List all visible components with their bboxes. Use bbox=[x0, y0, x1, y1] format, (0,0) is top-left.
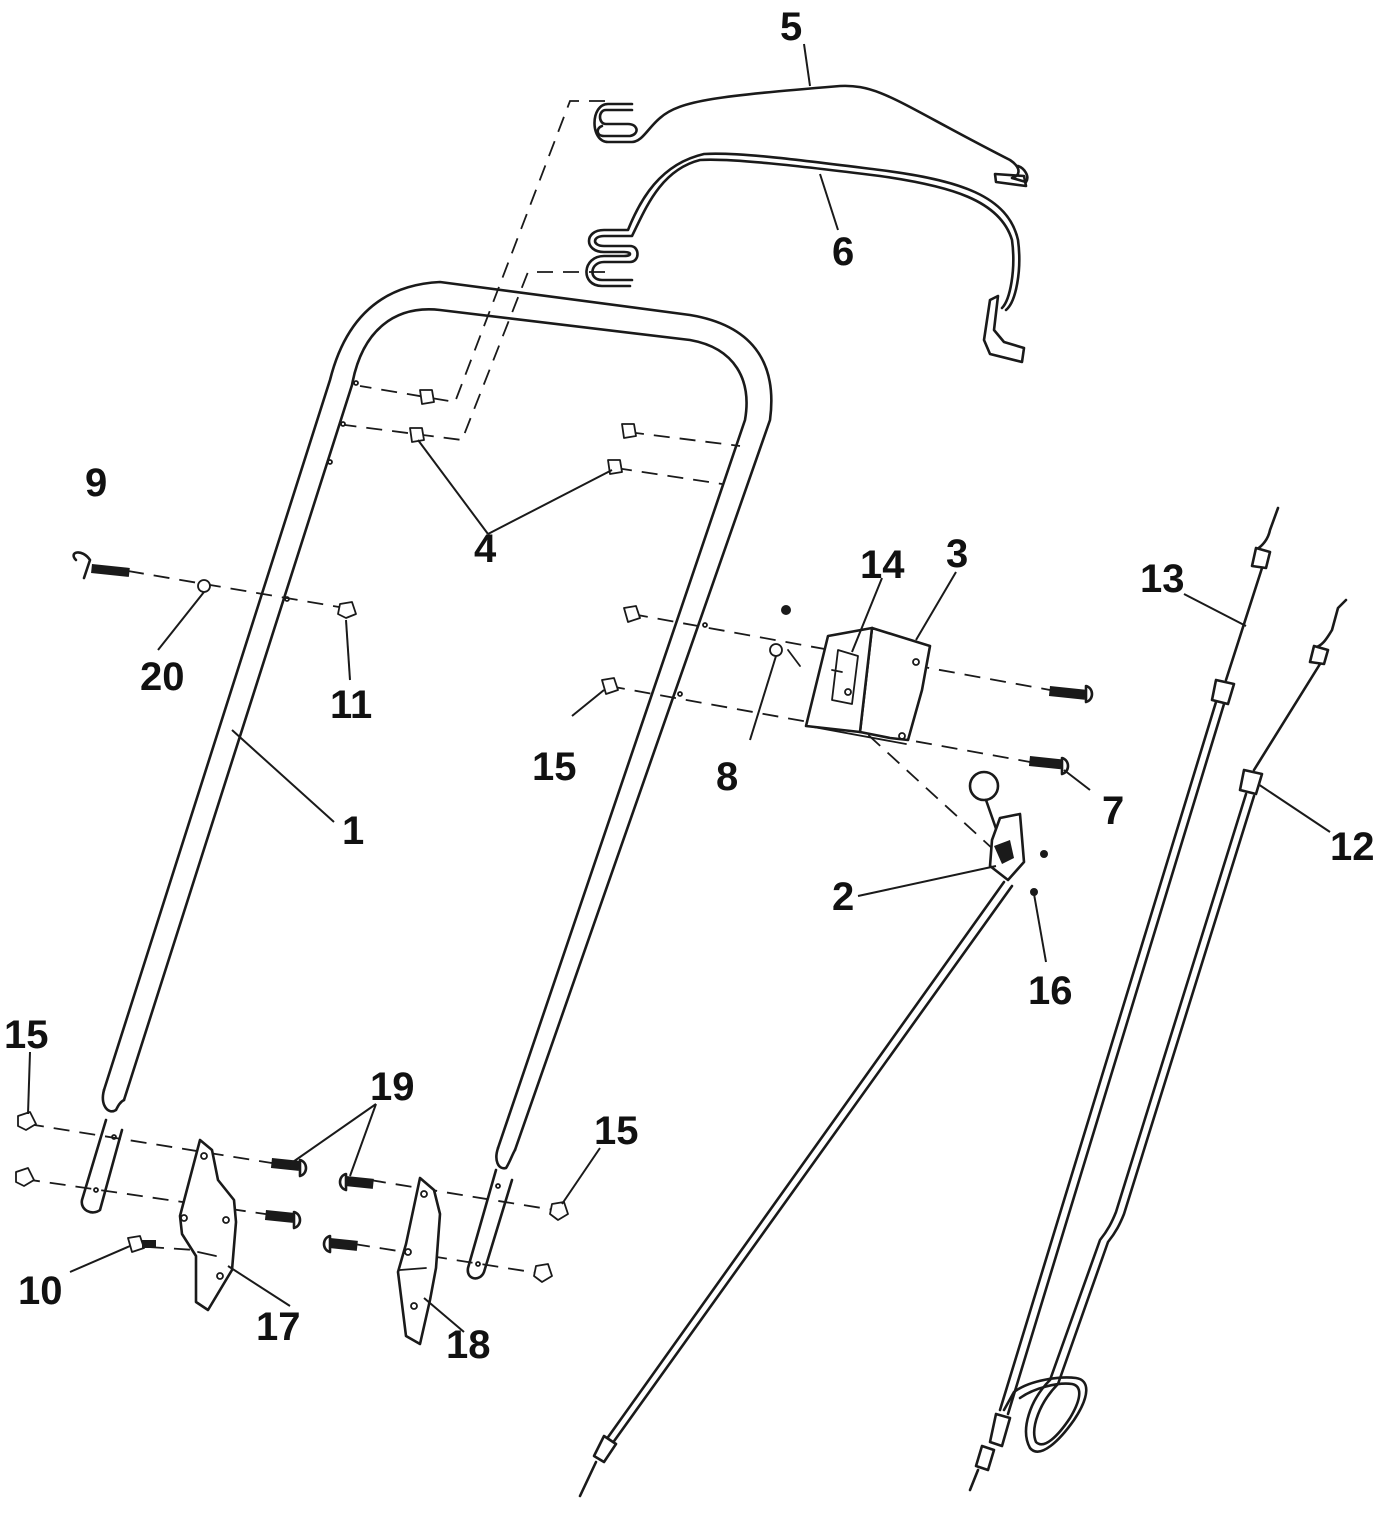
cable-12 bbox=[1002, 598, 1348, 1453]
callout-2: 2 bbox=[832, 875, 854, 919]
callout-15a: 15 bbox=[532, 745, 577, 789]
bracket-fasteners bbox=[601, 605, 1094, 776]
callout-11: 11 bbox=[330, 683, 372, 727]
cable-13 bbox=[968, 506, 1280, 1492]
callout-5: 5 bbox=[780, 5, 802, 49]
callout-3: 3 bbox=[946, 532, 968, 576]
callout-12: 12 bbox=[1330, 825, 1375, 869]
callout-1: 1 bbox=[342, 809, 364, 853]
callout-6: 6 bbox=[832, 230, 854, 274]
pin-9 bbox=[72, 551, 357, 619]
bracket-17 bbox=[178, 1138, 238, 1312]
callout-4: 4 bbox=[474, 527, 497, 571]
callout-18: 18 bbox=[446, 1323, 491, 1367]
bracket-18 bbox=[396, 1176, 442, 1346]
callout-13: 13 bbox=[1140, 557, 1185, 601]
callout-15c: 15 bbox=[594, 1109, 639, 1153]
callout-labels: 5 6 4 9 20 11 14 3 15 8 7 1 2 16 13 12 1… bbox=[4, 5, 1375, 1367]
callout-16: 16 bbox=[1028, 969, 1073, 1013]
callout-9: 9 bbox=[85, 461, 107, 505]
bail-bushings bbox=[409, 389, 637, 475]
callout-19: 19 bbox=[370, 1065, 415, 1109]
callout-20: 20 bbox=[140, 655, 185, 699]
callout-14: 14 bbox=[860, 543, 905, 587]
upper-bail bbox=[593, 84, 1029, 188]
handle-frame bbox=[80, 280, 773, 1280]
leader-lines bbox=[27, 43, 1331, 1333]
lower-hardware bbox=[15, 1111, 569, 1283]
control-bracket bbox=[804, 626, 932, 745]
callout-10: 10 bbox=[18, 1269, 63, 1313]
control-lever bbox=[578, 770, 1048, 1498]
callout-7: 7 bbox=[1102, 789, 1124, 833]
callout-17: 17 bbox=[256, 1305, 301, 1349]
callout-8: 8 bbox=[716, 755, 738, 799]
callout-15b: 15 bbox=[4, 1013, 49, 1057]
lower-bail bbox=[585, 152, 1026, 364]
